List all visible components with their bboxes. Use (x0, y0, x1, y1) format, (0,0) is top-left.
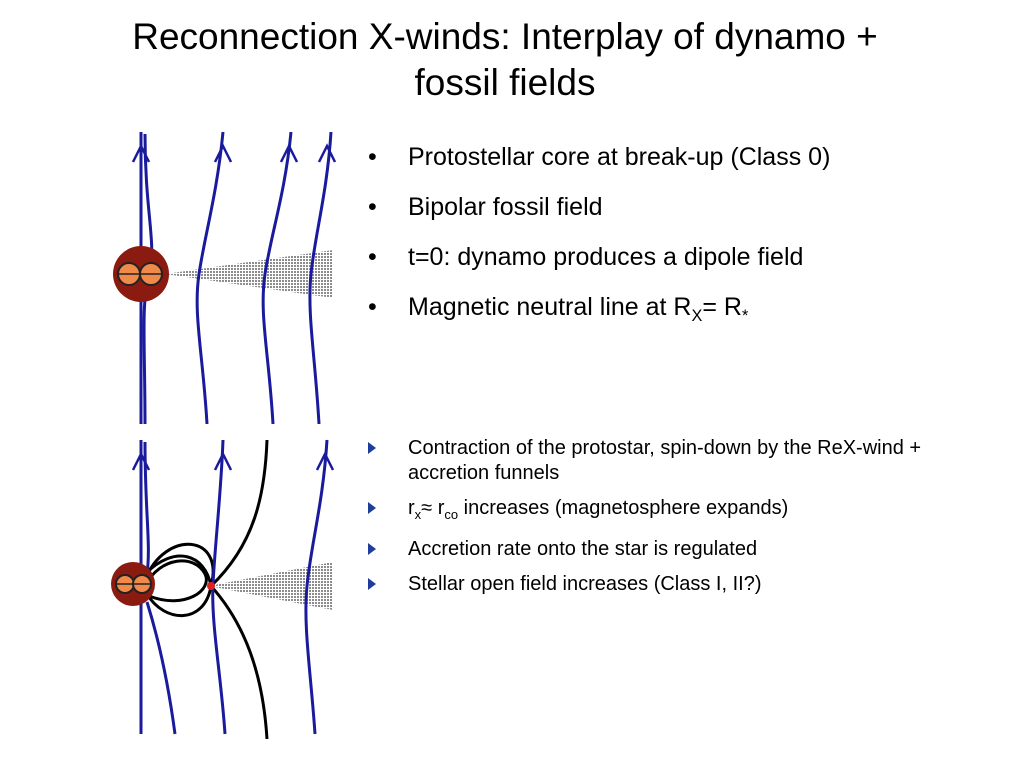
neutral-point (207, 582, 215, 590)
list-item: •t=0: dynamo produces a dipole field (368, 243, 804, 271)
diagram-magnetosphere (111, 439, 335, 739)
list-item: Accretion rate onto the star is regulate… (366, 537, 1006, 562)
field-line (261, 131, 293, 424)
accretion-disk (165, 250, 333, 298)
list-item: rx≈ rco increases (magnetosphere expands… (366, 496, 1006, 527)
arrow-icon (213, 451, 233, 471)
field-line (145, 601, 177, 735)
field-line (195, 131, 225, 424)
field-line (304, 439, 329, 735)
triangle-arrow-icon (368, 543, 376, 555)
bullet-dot-icon: • (368, 193, 377, 221)
slide-title-line-1: Reconnection X-winds: Interplay of dynam… (132, 16, 878, 57)
slide-title-line-2: fossil fields (414, 62, 596, 103)
list-item: •Magnetic neutral line at RX= R* (368, 293, 749, 325)
list-item: •Protostellar core at break-up (Class 0) (368, 143, 831, 171)
list-item: Contraction of the protostar, spin-down … (366, 436, 1006, 486)
separatrix-line (143, 554, 213, 587)
accretion-disk (209, 562, 333, 610)
top-bullet-list: •Protostellar core at break-up (Class 0)… (368, 142, 1008, 351)
bullet-dot-icon: • (368, 143, 377, 171)
arrow-icon (279, 143, 299, 163)
triangle-arrow-icon (368, 442, 376, 454)
list-item: Stellar open field increases (Class I, I… (366, 572, 1006, 597)
bullet-dot-icon: • (368, 293, 377, 321)
list-item: •Bipolar fossil field (368, 193, 603, 221)
arrow-icon (131, 451, 151, 471)
bottom-bullet-list: Contraction of the protostar, spin-down … (366, 436, 1006, 607)
arrow-icon (317, 143, 337, 163)
triangle-arrow-icon (368, 502, 376, 514)
arrow-icon (315, 451, 335, 471)
arrow-icon (213, 143, 233, 163)
field-line (308, 131, 333, 424)
triangle-arrow-icon (368, 578, 376, 590)
bullet-dot-icon: • (368, 243, 377, 271)
arrow-icon (131, 143, 151, 163)
diagram-fossil-field (113, 131, 337, 424)
slide-title: Reconnection X-winds: Interplay of dynam… (40, 14, 970, 106)
closed-field-line (143, 559, 208, 603)
